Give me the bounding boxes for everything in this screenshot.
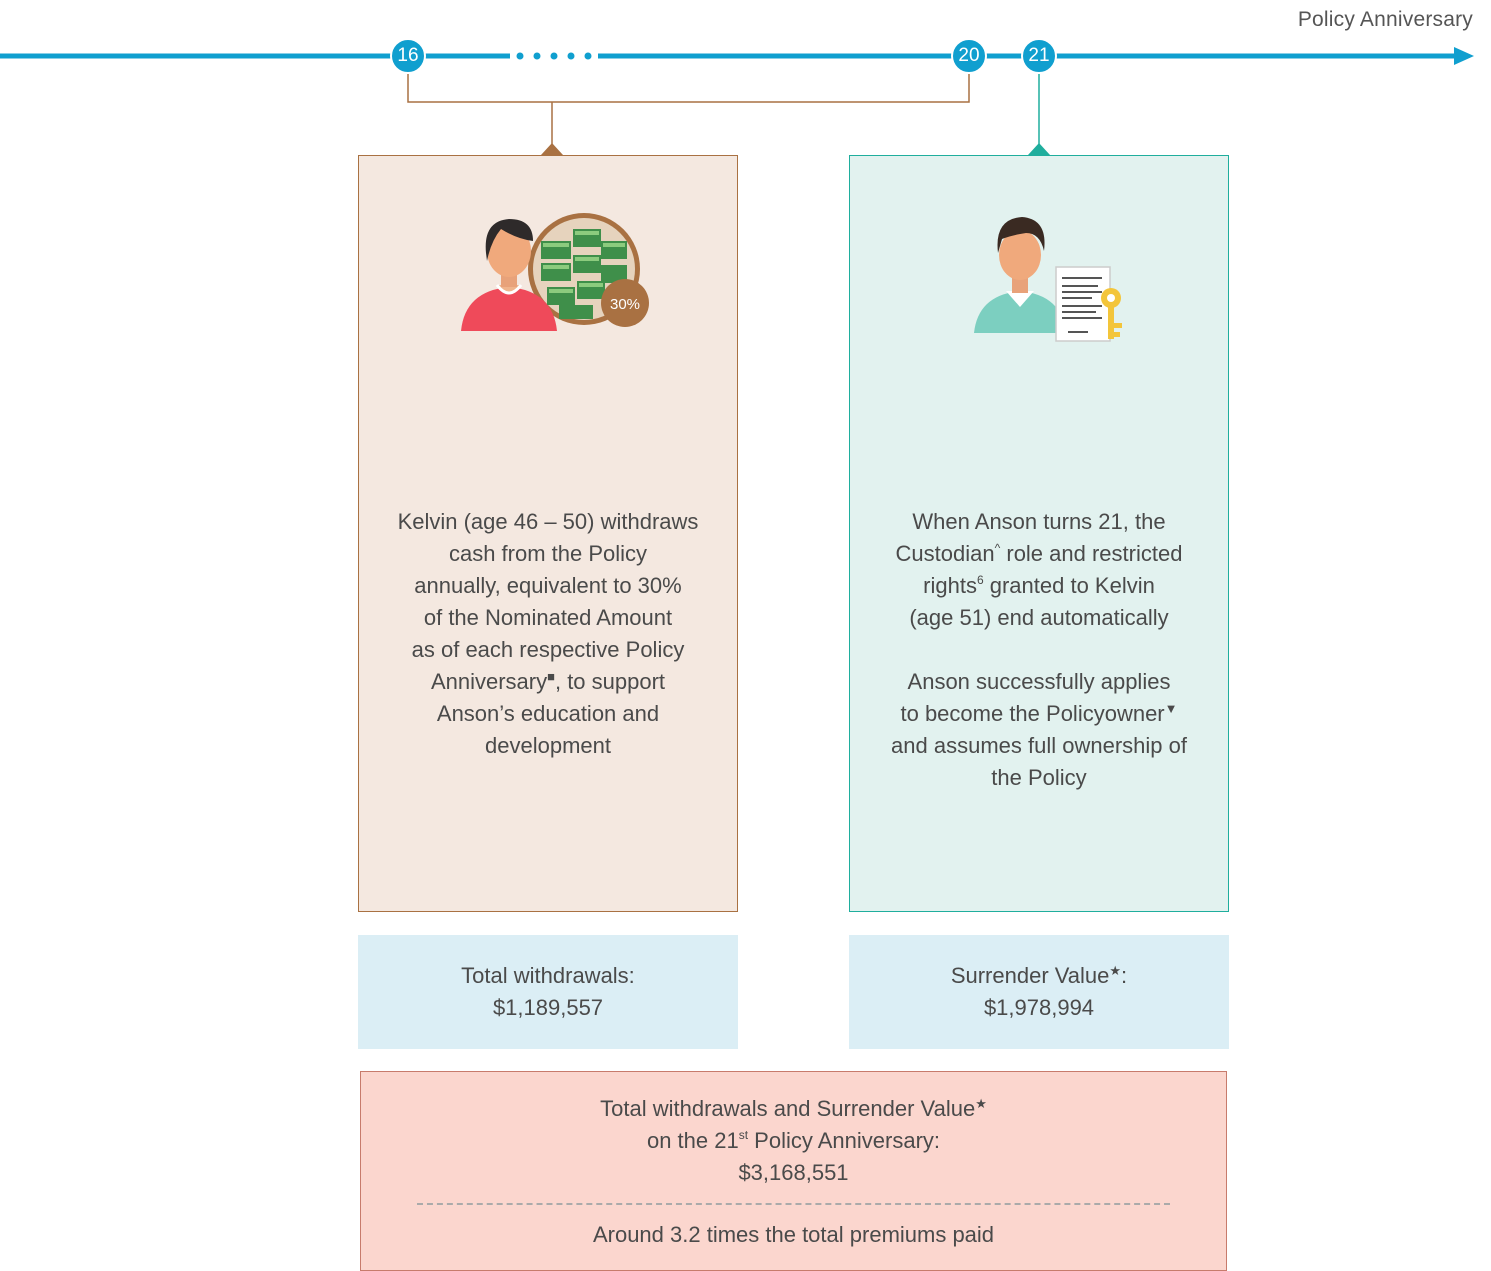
ownership-card: When Anson turns 21, the Custodian^ role… bbox=[849, 155, 1229, 912]
owner-line-3: rights bbox=[923, 573, 977, 598]
desc-line-1: Kelvin (age 46 – 50) withdraws bbox=[397, 509, 699, 534]
desc-line-3: annually, equivalent to 30% bbox=[414, 573, 682, 598]
owner-line-3b: granted to Kelvin bbox=[983, 573, 1155, 598]
desc-line-7: Anson’s education and bbox=[436, 701, 660, 726]
node-21: 21 bbox=[1021, 38, 1057, 74]
star-footnote: ★ bbox=[1109, 963, 1122, 978]
ownership-description: When Anson turns 21, the Custodian^ role… bbox=[860, 506, 1218, 794]
owner-line-4: (age 51) end automatically bbox=[909, 605, 1169, 630]
surrender-colon: : bbox=[1121, 963, 1128, 988]
owner-line-1: When Anson turns 21, the bbox=[912, 509, 1166, 534]
owner-line-8: the Policy bbox=[991, 765, 1087, 790]
desc-line-4: of the Nominated Amount bbox=[423, 605, 673, 630]
summary-total-value: $3,168,551 bbox=[738, 1160, 849, 1185]
ordinal-suffix: st bbox=[738, 1128, 749, 1142]
axis-label: Policy Anniversary bbox=[1297, 8, 1473, 31]
percent-badge: 30% bbox=[609, 296, 641, 313]
bracket-16-20 bbox=[407, 74, 970, 103]
summary-line-1: Total withdrawals and Surrender Value bbox=[600, 1096, 976, 1121]
owner-line-7: and assumes full ownership of bbox=[891, 733, 1187, 758]
summary-star-footnote: ★ bbox=[975, 1096, 987, 1111]
timeline-graphic bbox=[0, 47, 1474, 167]
node-16: 16 bbox=[390, 38, 426, 74]
rights-footnote: 6 bbox=[976, 573, 984, 587]
owner-line-2: Custodian bbox=[895, 541, 995, 566]
desc-line-6b: , to support bbox=[554, 669, 666, 694]
surrender-value-box: Surrender Value★: $1,978,994 bbox=[849, 935, 1229, 1049]
desc-line-8: development bbox=[485, 733, 611, 758]
person-with-cash-icon bbox=[461, 213, 649, 331]
node-20: 20 bbox=[951, 38, 987, 74]
desc-line-2: cash from the Policy bbox=[448, 541, 648, 566]
withdrawal-card: 30% Kelvin (age 46 – 50) withdraws cash … bbox=[358, 155, 738, 912]
total-withdrawals-label: Total withdrawals: bbox=[461, 963, 635, 988]
custodian-footnote: ^ bbox=[994, 541, 1001, 555]
owner-line-2b: role and restricted bbox=[1000, 541, 1183, 566]
surrender-value-label: Surrender Value bbox=[950, 963, 1110, 988]
total-withdrawals-box: Total withdrawals: $1,189,557 bbox=[358, 935, 738, 1049]
summary-footer: Around 3.2 times the total premiums paid bbox=[592, 1222, 995, 1247]
owner-line-6: to become the Policyowner bbox=[900, 701, 1165, 726]
footnote-square-symbol: ■ bbox=[547, 669, 555, 684]
desc-line-6: Anniversary bbox=[430, 669, 548, 694]
summary-line-2b: Policy Anniversary: bbox=[748, 1128, 941, 1153]
total-withdrawals-value: $1,189,557 bbox=[492, 995, 604, 1020]
owner-line-5: Anson successfully applies bbox=[907, 669, 1171, 694]
person-with-document-key-icon bbox=[974, 217, 1122, 342]
desc-line-5: as of each respective Policy bbox=[411, 637, 685, 662]
policyowner-footnote: ▼ bbox=[1164, 701, 1178, 716]
summary-divider bbox=[417, 1203, 1170, 1205]
summary-line-2: on the 21 bbox=[646, 1128, 739, 1153]
timeline-ellipsis bbox=[516, 52, 592, 60]
timeline-arrowhead bbox=[1454, 47, 1474, 65]
surrender-value-amount: $1,978,994 bbox=[983, 995, 1095, 1020]
withdrawal-description: Kelvin (age 46 – 50) withdraws cash from… bbox=[369, 506, 727, 762]
summary-box: Total withdrawals and Surrender Value★ o… bbox=[360, 1071, 1227, 1271]
